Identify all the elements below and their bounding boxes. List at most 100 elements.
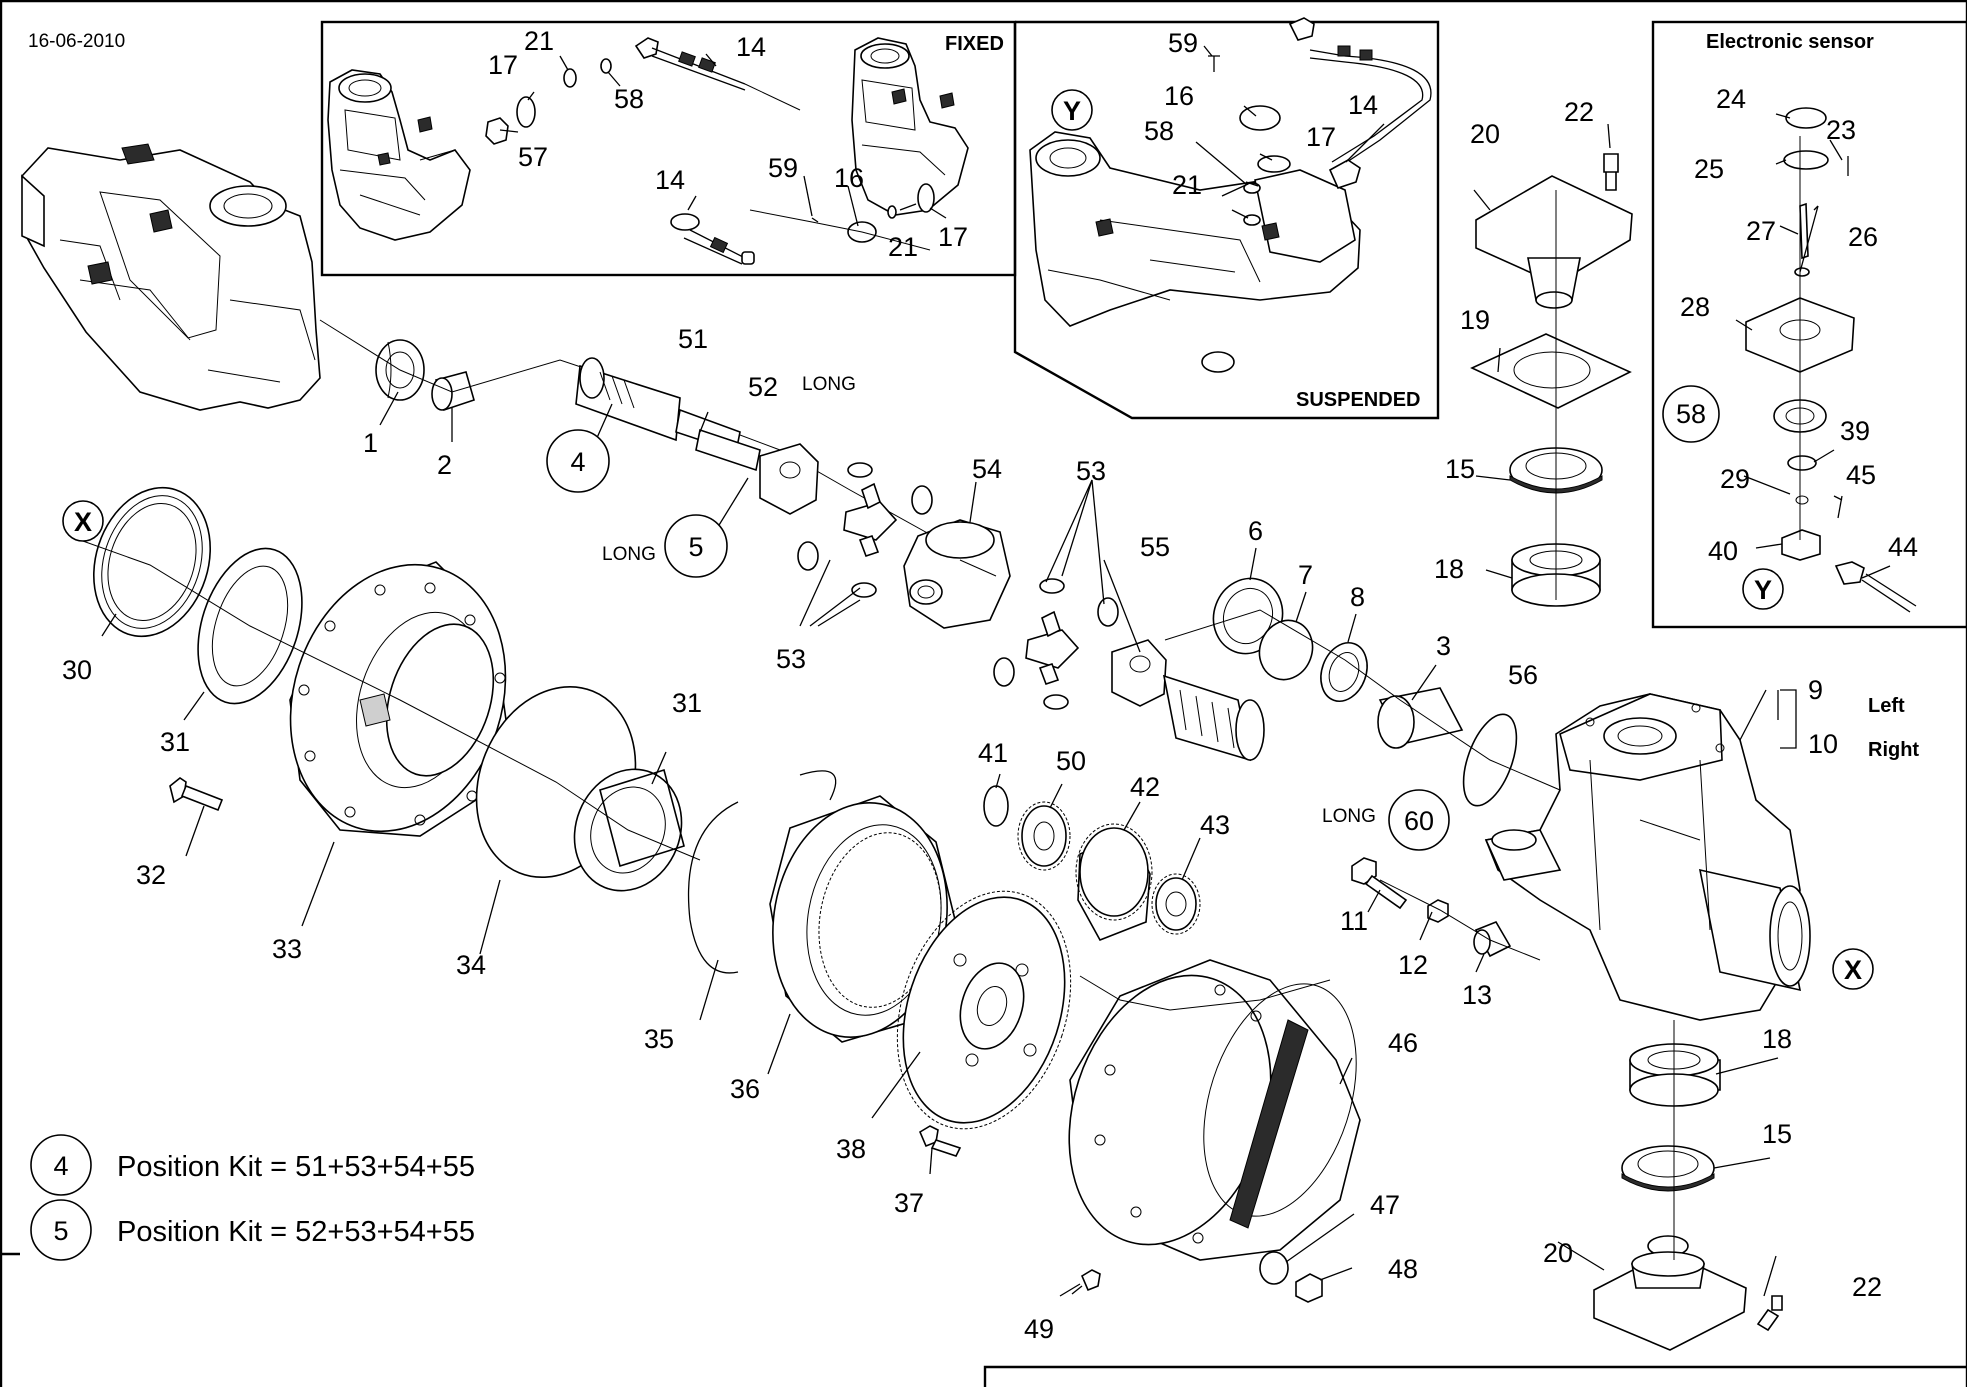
tag-long-5: LONG <box>602 544 656 565</box>
fixed-housing-right <box>851 37 969 216</box>
coupling-54 <box>903 519 1011 629</box>
callout-18-top: 18 <box>1434 554 1464 584</box>
callout-55: 55 <box>1140 532 1170 562</box>
callout-21-fixed-bottom: 21 <box>888 232 918 262</box>
callout-29: 29 <box>1720 464 1750 494</box>
yoke-55 <box>1111 639 1265 762</box>
circlip-35 <box>687 801 739 974</box>
callout-26: 26 <box>1848 222 1878 252</box>
circle-60 <box>1388 789 1450 851</box>
callout-20-bottom: 20 <box>1543 1238 1573 1268</box>
callout-40: 40 <box>1708 536 1738 566</box>
callout-33: 33 <box>272 934 302 964</box>
callout-2: 2 <box>437 450 452 480</box>
callout-25: 25 <box>1694 154 1724 184</box>
marker-x-left <box>62 500 104 542</box>
callout-21-suspended: 21 <box>1172 170 1202 200</box>
callout-51: 51 <box>678 324 708 354</box>
yoke-55-upper <box>759 443 819 515</box>
callout-59-fixed: 59 <box>768 153 798 183</box>
fixed-oring-17-top <box>516 96 536 128</box>
planet-gear-43 <box>1151 873 1201 935</box>
fixed-housing-left <box>327 69 471 241</box>
callout-8: 8 <box>1350 582 1365 612</box>
stud-32 <box>169 777 224 812</box>
screw-49 <box>1071 1269 1101 1295</box>
callout-58-suspended: 58 <box>1144 116 1174 146</box>
marker-y-suspended-label: Y <box>1063 96 1081 126</box>
callout-31-left: 31 <box>160 727 190 757</box>
steering-knuckle <box>1484 693 1811 1021</box>
legend-circle-5 <box>30 1199 92 1261</box>
callout-56: 56 <box>1508 660 1538 690</box>
suspended-screw-59 <box>1208 55 1220 72</box>
callout-1: 1 <box>363 428 378 458</box>
circled-callouts <box>546 385 1720 851</box>
planet-carrier-38 <box>896 890 1072 1130</box>
plug-48 <box>1295 1273 1323 1303</box>
callout-37: 37 <box>894 1188 924 1218</box>
side-label-left: Left <box>1868 695 1905 717</box>
cross-spider-53-lower <box>993 578 1119 710</box>
bearing-8 <box>1320 642 1368 702</box>
callout-14-suspended: 14 <box>1348 90 1378 120</box>
bolt-11 <box>1351 857 1408 910</box>
kingpin-cap-20-top <box>1475 175 1633 309</box>
side-label-right: Right <box>1868 739 1919 761</box>
callout-11: 11 <box>1340 906 1368 936</box>
callout-15-bottom: 15 <box>1762 1119 1792 1149</box>
shim-19 <box>1470 333 1632 409</box>
callout-32: 32 <box>136 860 166 890</box>
callout-58-fixed: 58 <box>614 84 644 114</box>
callout-19: 19 <box>1460 305 1490 335</box>
sensor-cap-24 <box>1785 107 1827 129</box>
callout-34: 34 <box>456 950 486 980</box>
screw-37 <box>918 1125 962 1157</box>
callout-15-top: 15 <box>1445 454 1475 484</box>
callout-16-fixed: 16 <box>834 163 864 193</box>
ring-gear-36 <box>769 795 961 1043</box>
drum-46 <box>1068 959 1361 1261</box>
planet-gear-42 <box>1075 823 1153 942</box>
callout-13: 13 <box>1462 980 1492 1010</box>
fixed-sensor-rod-bottom <box>670 213 755 265</box>
cross-spider-53-upper <box>797 462 933 598</box>
tag-long-60: LONG <box>1322 806 1376 827</box>
axle-housing <box>21 143 321 411</box>
circlip-41 <box>983 785 1009 827</box>
sensor-ring-29 <box>1787 455 1817 471</box>
bushing-3 <box>1377 687 1464 749</box>
callout-20-top: 20 <box>1470 119 1500 149</box>
splined-shaft-51 <box>575 357 741 454</box>
marker-x-left-label: X <box>74 507 92 537</box>
circle-58-label: 58 <box>1676 399 1706 429</box>
fixed-oring-17-bottom <box>917 183 935 213</box>
callout-22-bottom: 22 <box>1852 1272 1882 1302</box>
callout-6: 6 <box>1248 516 1263 546</box>
callout-22-top: 22 <box>1564 97 1594 127</box>
callout-30: 30 <box>62 655 92 685</box>
suspended-box-title: SUSPENDED <box>1296 389 1420 411</box>
callout-labels: 1 2 3 4 5 6 7 8 9 10 11 12 13 14 14 14 1… <box>62 26 1918 1344</box>
fixed-variant-box: FIXED <box>320 20 1017 277</box>
callout-17-fixed-top: 17 <box>488 50 518 80</box>
left-right-bracket <box>1777 689 1797 749</box>
callout-28: 28 <box>1680 292 1710 322</box>
callout-44: 44 <box>1888 532 1918 562</box>
circle-58-sensor <box>1662 385 1720 443</box>
callout-53-lower: 53 <box>776 644 806 674</box>
circle-kit-5-label: 5 <box>688 532 703 562</box>
fixed-sensor-rod-top <box>634 37 746 91</box>
suspended-oring-17 <box>1257 155 1291 173</box>
seal-15-bottom <box>1621 1145 1715 1192</box>
shaft-52 <box>695 428 761 472</box>
sensor-connector-44 <box>1834 561 1865 585</box>
callout-9: 9 <box>1808 675 1823 705</box>
callout-49: 49 <box>1024 1314 1054 1344</box>
callout-52: 52 <box>748 372 778 402</box>
callout-3: 3 <box>1436 631 1451 661</box>
callout-24: 24 <box>1716 84 1746 114</box>
fixed-ring-58 <box>600 58 612 74</box>
